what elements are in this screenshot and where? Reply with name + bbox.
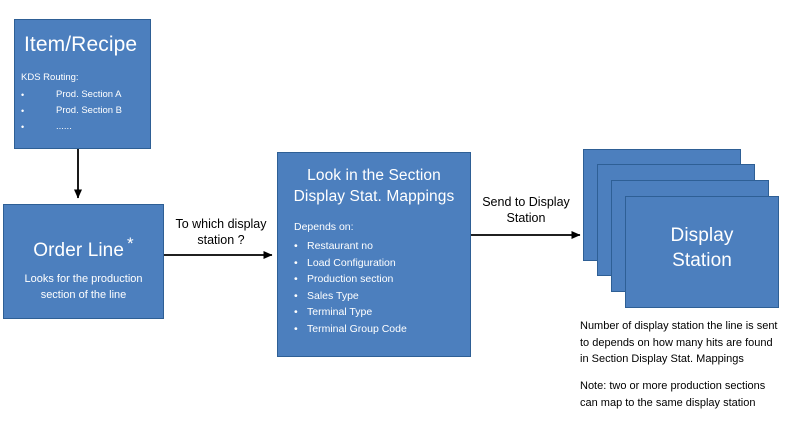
mappings-sublabel: Depends on:: [294, 221, 354, 233]
bullet-glyph-icon: •: [294, 240, 298, 252]
list-item-label: Restaurant no: [307, 240, 373, 252]
note-line-1: Number of display station the line is se…: [580, 320, 778, 332]
edge-label-line-2: Station: [506, 211, 546, 225]
note-line-2: to depends on how many hits are found: [580, 336, 773, 349]
list-item: • Sales Type: [294, 288, 470, 305]
order-line-title: Order Line*: [4, 233, 163, 262]
edge-label-line-1: To which display: [175, 217, 267, 231]
mappings-title-line-1: Look in the Section: [307, 167, 441, 184]
bullet-glyph-icon: •: [21, 90, 25, 100]
list-item: • Load Configuration: [294, 255, 470, 272]
note-line-3: in Section Display Stat. Mappings: [580, 353, 744, 365]
list-item-label: Terminal Type: [307, 306, 373, 318]
node-section-display-stat-mappings[interactable]: Look in the Section Display Stat. Mappin…: [277, 152, 471, 357]
edge-label-line-2: station ?: [197, 233, 245, 247]
bullet-glyph-icon: •: [294, 306, 298, 318]
list-item: • Restaurant no: [294, 238, 470, 255]
item-recipe-sublabel: KDS Routing:: [21, 72, 79, 83]
note-display-station-count: Number of display station the line is se…: [580, 318, 796, 368]
list-item-label: Terminal Group Code: [307, 322, 407, 335]
bullet-glyph-icon: •: [294, 289, 298, 302]
bullet-glyph-icon: •: [294, 256, 298, 269]
list-item-label: Prod. Section B: [56, 105, 123, 116]
list-item: • Production section: [294, 271, 470, 288]
list-item-label: ......: [56, 121, 72, 132]
order-line-subtext-line-2: section of the line: [40, 289, 127, 301]
list-item-label: Load Configuration: [307, 256, 396, 269]
bullet-glyph-icon: •: [21, 106, 25, 116]
node-item-recipe[interactable]: Item/Recipe KDS Routing: • Prod. Section…: [14, 19, 151, 149]
item-recipe-bullet-list: • Prod. Section A • Prod. Section B • ..…: [15, 87, 150, 135]
list-item: • Terminal Type: [294, 304, 470, 321]
order-line-asterisk-icon: *: [127, 234, 134, 253]
bullet-glyph-icon: •: [294, 322, 298, 335]
mappings-bullet-list: • Restaurant no • Load Configuration • P…: [278, 238, 470, 337]
bullet-glyph-icon: •: [294, 273, 298, 285]
list-item: • Prod. Section A: [15, 87, 150, 103]
edge-label-order-to-mappings: To which display station ?: [165, 216, 277, 248]
list-item-label: Prod. Section A: [56, 89, 122, 100]
list-item-label: Sales Type: [307, 289, 359, 302]
node-order-line[interactable]: Order Line* Looks for the production sec…: [3, 204, 164, 319]
edge-label-line-1: Send to Display: [482, 195, 570, 209]
list-item: • Terminal Group Code: [294, 321, 470, 338]
list-item-label: Production section: [307, 273, 394, 285]
list-item: • ......: [15, 119, 150, 135]
note-production-section-mapping: Note: two or more production sections ca…: [580, 378, 796, 411]
edge-label-mappings-to-display: Send to Display Station: [470, 194, 582, 226]
order-line-title-text: Order Line: [33, 240, 125, 261]
bullet-glyph-icon: •: [21, 122, 25, 132]
item-recipe-title: Item/Recipe: [24, 33, 138, 56]
order-line-subtext-line-1: Looks for the production: [24, 273, 143, 285]
order-line-subtext: Looks for the production section of the …: [4, 271, 163, 303]
node-display-station[interactable]: Display Station: [625, 196, 779, 308]
note-line-1: Note: two or more production sections: [580, 380, 766, 392]
display-station-title: Display Station: [626, 223, 778, 273]
display-station-title-line-1: Display: [670, 225, 734, 246]
mappings-title-line-2: Display Stat. Mappings: [293, 188, 455, 205]
list-item: • Prod. Section B: [15, 103, 150, 119]
note-line-2: can map to the same display station: [580, 396, 756, 409]
display-station-title-line-2: Station: [672, 250, 732, 271]
mappings-title: Look in the Section Display Stat. Mappin…: [278, 165, 470, 207]
